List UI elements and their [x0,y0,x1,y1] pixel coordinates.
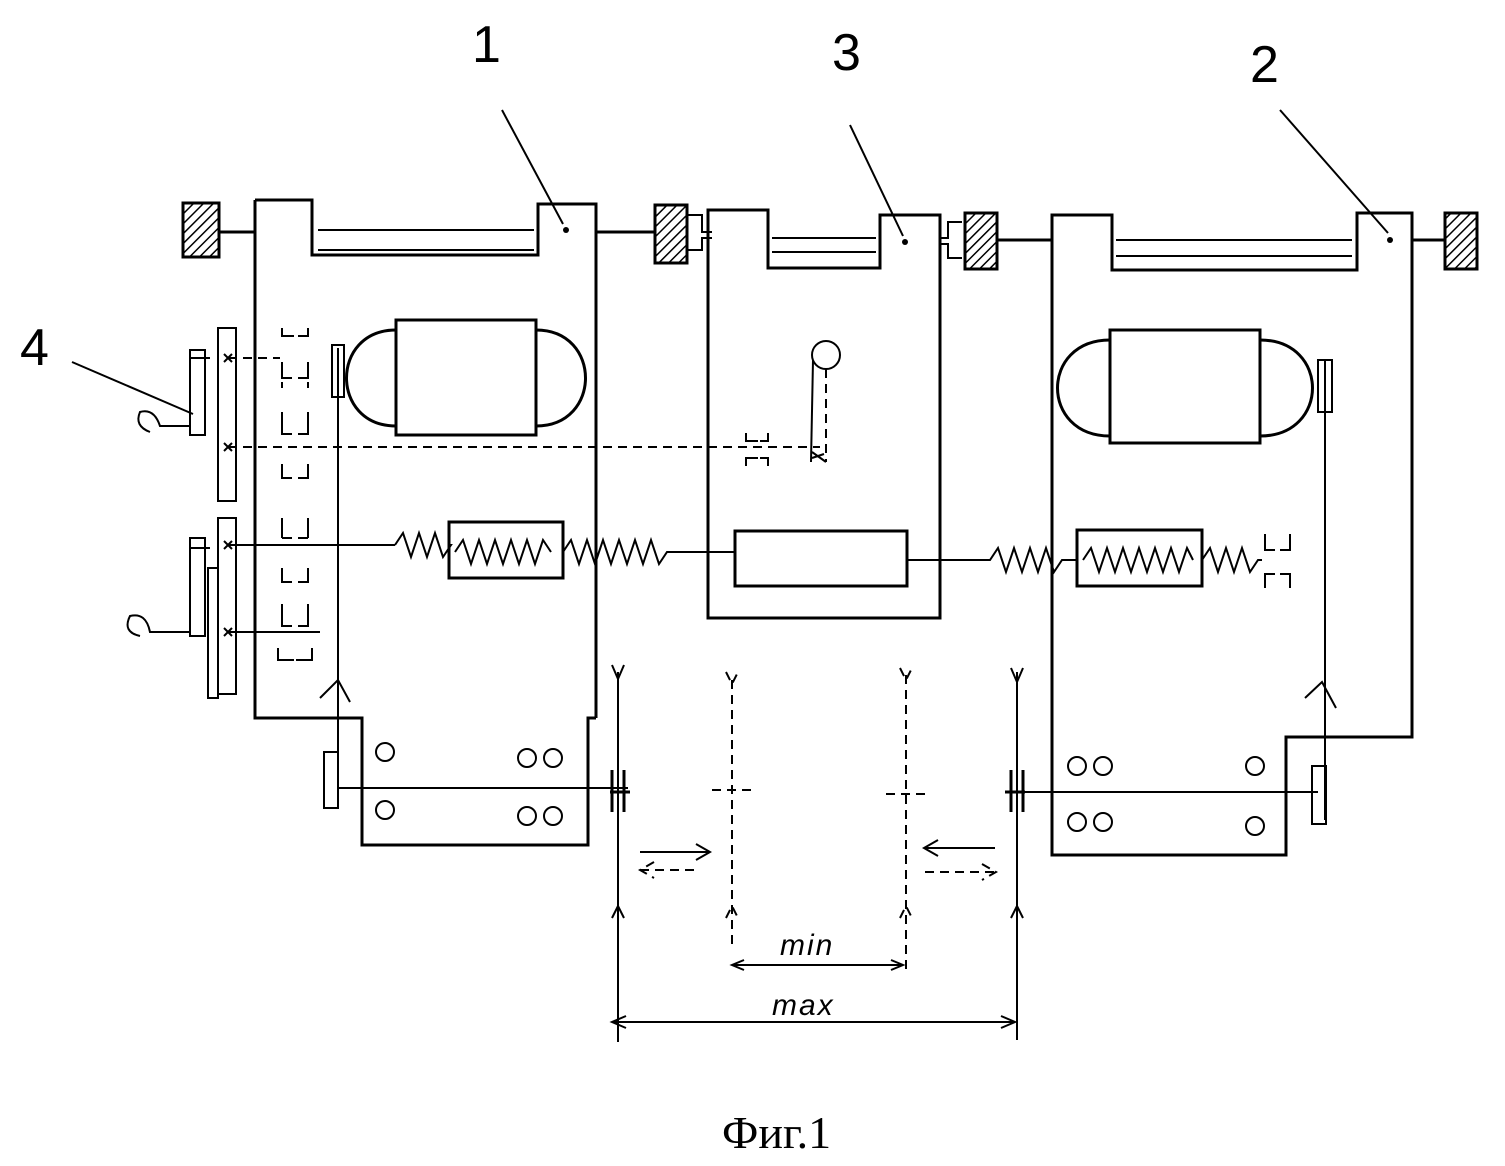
ref-label-2: 2 [1250,36,1388,233]
label-unit-2: 2 [1250,36,1279,94]
buffer-3-2-right [965,213,997,269]
ref-label-4: 4 [20,319,193,414]
dimension-max: max [612,989,1015,1028]
unit-3 [708,210,940,618]
position-markers [610,665,1025,1042]
buffer-1-3-left [655,205,687,263]
contacts-1 [278,328,312,660]
dimension-min: min [732,929,903,970]
unit-1 [255,200,628,845]
coupling-rail [183,203,1477,269]
unit-2 [1010,213,1412,855]
max-label: max [772,989,835,1022]
buffer-left-end [183,203,219,257]
resistor-3 [735,531,907,586]
control-wiring [224,354,1262,636]
resistor-2 [1077,530,1202,586]
motor-1 [347,320,586,435]
label-unit-4: 4 [20,319,49,377]
control-levers-4 [128,328,236,698]
label-unit-3: 3 [832,24,861,82]
ref-label-1: 1 [472,16,563,224]
figure-caption: Фиг.1 [722,1107,831,1158]
min-label: min [780,929,834,962]
resistor-1 [449,522,563,578]
ref-label-3: 3 [832,24,903,236]
label-unit-1: 1 [472,16,501,74]
buffer-right-end [1445,213,1477,269]
motor-2 [1058,330,1313,443]
